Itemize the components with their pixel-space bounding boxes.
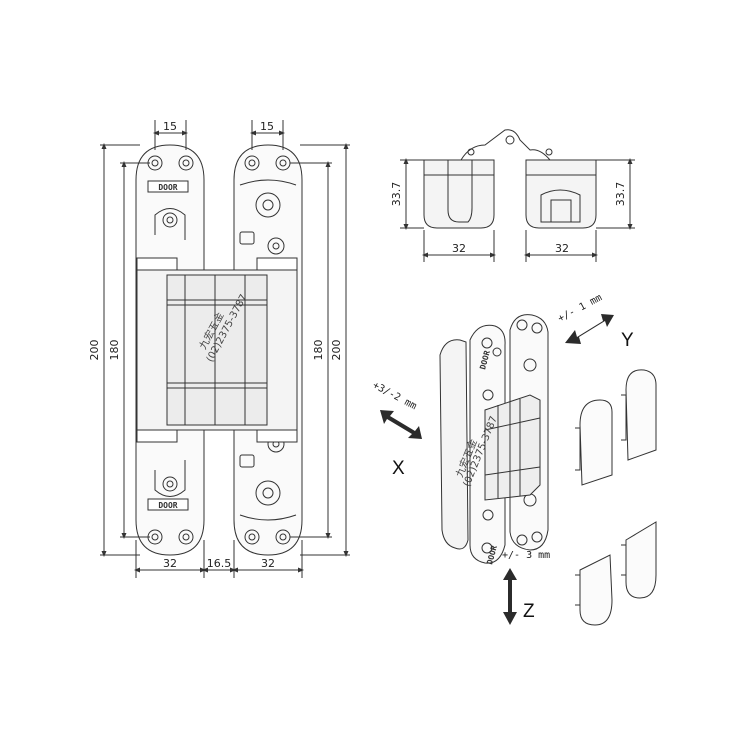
x-range-label: +3/-2 mm [371,380,419,412]
dim-height-inner-right: 180 [312,340,325,361]
cap-upper-left [579,399,613,486]
y-range-label: +/- 1 mm [556,292,604,324]
brand-label-bottom: DOOR [158,501,177,510]
y-adjust-arrow [565,314,614,344]
brand-label-top: DOOR [158,183,177,192]
adjust-arrows [380,314,614,625]
dim-height-outer-left: 200 [88,340,101,361]
cap-lower-left [579,554,613,626]
axis-label-x: X [392,458,405,479]
z-adjust-arrow [503,568,517,625]
axis-label-z: Z [523,601,535,622]
dim-bottom-right-width: 32 [261,557,275,570]
dim-depth-right: 33.7 [614,182,627,207]
dim-top-width-right: 15 [260,120,274,133]
dim-height-inner-left: 180 [108,340,121,361]
dim-bottom-gap: 16.5 [207,557,232,570]
cover-caps [575,369,657,626]
cap-upper-right [625,369,657,461]
cap-lower-right [625,521,657,599]
axis-label-y: Y [621,330,634,351]
dim-width-right: 32 [555,242,569,255]
perspective-view: DOOR DOOR [439,314,549,566]
dim-bottom-left-width: 32 [163,557,177,570]
front-view [100,120,350,578]
side-view [400,129,635,262]
dim-width-left: 32 [452,242,466,255]
dim-depth-left: 33.7 [390,182,403,207]
z-range-label: +/- 3 mm [502,550,550,561]
dim-height-outer-right: 200 [330,340,343,361]
x-adjust-arrow [380,410,422,439]
dim-top-width-left: 15 [163,120,177,133]
